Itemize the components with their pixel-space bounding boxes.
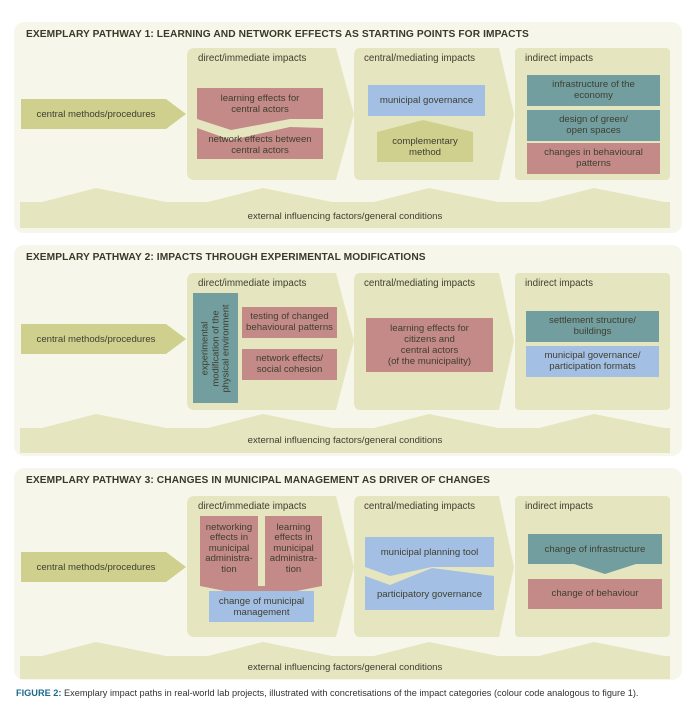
- indirect-box-1-shape: [527, 75, 660, 106]
- external-factors-label: external influencing factors/general con…: [247, 435, 443, 446]
- direct-header: direct/immediate impacts: [198, 53, 307, 64]
- central-methods-arrow: [21, 324, 186, 354]
- pathway-2-panel: EXEMPLARY PATHWAY 2: IMPACTS THROUGH EXP…: [14, 245, 682, 456]
- indirect-header: indirect impacts: [525, 501, 594, 512]
- central-methods-label: central methods/procedures: [36, 562, 156, 573]
- indirect-box-2-shape: [526, 346, 659, 377]
- central-methods-arrow: [21, 552, 186, 582]
- central-methods-label: central methods/procedures: [36, 109, 156, 120]
- pathway-3-panel: EXEMPLARY PATHWAY 3: CHANGES IN MUNICIPA…: [14, 468, 682, 680]
- indirect-item: change of infrastructure: [544, 544, 646, 555]
- external-band-shape: [20, 414, 670, 453]
- figure-caption-text: Exemplary impact paths in real-world lab…: [61, 688, 639, 698]
- pathway-2-title: EXEMPLARY PATHWAY 2: IMPACTS THROUGH EXP…: [26, 252, 426, 263]
- indirect-box-1-shape: [528, 534, 662, 574]
- central-box-1-shape: [365, 537, 494, 576]
- pathway-1-shapes: [20, 48, 670, 228]
- central-item: municipal planning tool: [380, 547, 479, 558]
- direct-item: network effects/social cohesion: [255, 353, 323, 375]
- direct-header: direct/immediate impacts: [198, 278, 307, 289]
- direct-box-2-shape: [242, 307, 337, 338]
- indirect-box-2-shape: [528, 579, 662, 609]
- figure-caption: FIGURE 2: Exemplary impact paths in real…: [16, 688, 639, 698]
- direct-box-merged-shape: [200, 516, 322, 598]
- direct-header: direct/immediate impacts: [198, 501, 307, 512]
- pathway-3-title: EXEMPLARY PATHWAY 3: CHANGES IN MUNICIPA…: [26, 475, 491, 486]
- external-factors-label: external influencing factors/general con…: [247, 662, 443, 673]
- central-item: municipal governance: [379, 95, 474, 106]
- indirect-item: settlement structure/buildings: [549, 315, 636, 337]
- indirect-box-3-shape: [527, 143, 660, 174]
- direct-box-2-shape: [197, 127, 323, 159]
- pathway-1-panel: EXEMPLARY PATHWAY 1: LEARNING AND NETWOR…: [14, 22, 682, 233]
- central-box-2-shape: [365, 568, 494, 610]
- indirect-header: indirect impacts: [525, 278, 594, 289]
- direct-box-1-shape: [193, 293, 238, 403]
- pathway-1-title: EXEMPLARY PATHWAY 1: LEARNING AND NETWOR…: [26, 29, 529, 40]
- central-box-2-shape: [377, 120, 473, 162]
- central-methods-arrow: [21, 99, 186, 129]
- indirect-item: change of behaviour: [551, 588, 639, 599]
- central-box-1-shape: [368, 85, 485, 116]
- indirect-item: municipal governance/participation forma…: [544, 350, 641, 372]
- pathway-2-shapes: [20, 273, 670, 453]
- external-band-shape: [20, 642, 670, 679]
- central-box-1-shape: [366, 318, 493, 372]
- indirect-header: indirect impacts: [525, 53, 594, 64]
- direct-box-3-shape: [209, 591, 314, 622]
- central-header: central/mediating impacts: [364, 53, 476, 64]
- central-item: participatory governance: [376, 589, 483, 600]
- indirect-box-1-shape: [526, 311, 659, 342]
- indirect-box-2-shape: [527, 110, 660, 141]
- external-band-shape: [20, 188, 670, 228]
- direct-box-1-shape: [197, 88, 323, 130]
- pathway-3-shapes: [20, 496, 670, 679]
- direct-box-3-shape: [242, 349, 337, 380]
- central-header: central/mediating impacts: [364, 501, 476, 512]
- external-factors-label: external influencing factors/general con…: [247, 211, 443, 222]
- figure-label: FIGURE 2:: [16, 688, 62, 698]
- central-header: central/mediating impacts: [364, 278, 476, 289]
- indirect-item: design of green/open spaces: [559, 114, 628, 136]
- central-methods-label: central methods/procedures: [36, 334, 156, 345]
